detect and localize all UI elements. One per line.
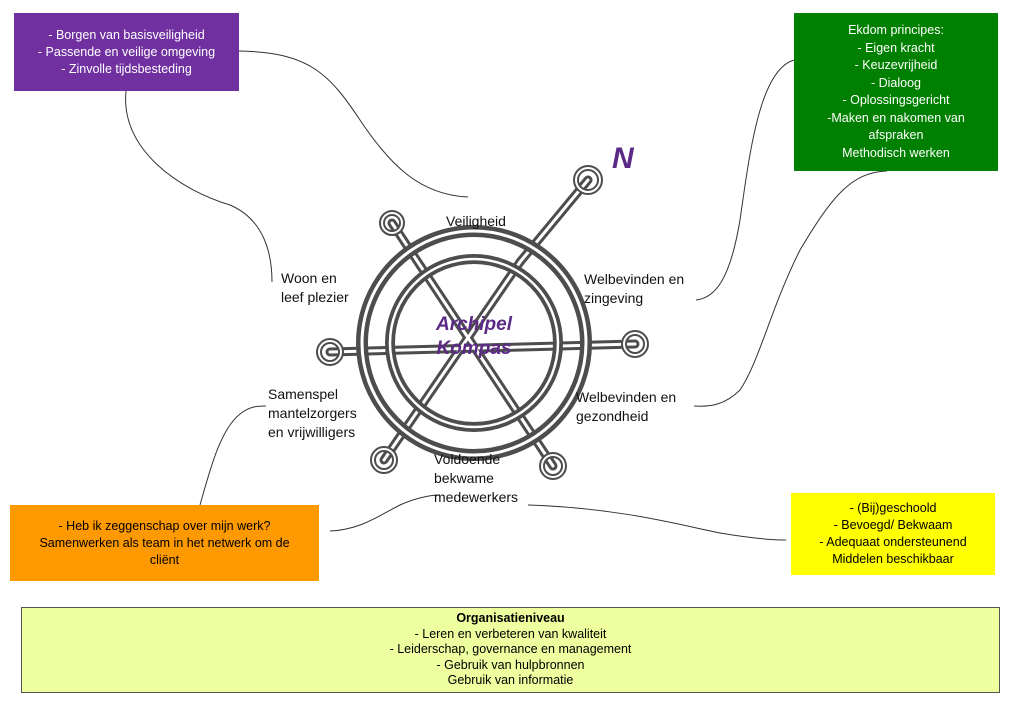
label-line: leef plezier (281, 289, 349, 305)
green-line: - Keuzevrijheid (854, 58, 938, 72)
purple-line: - Borgen van basisveiligheid (48, 27, 205, 42)
connector-yellow-medewerkers (527, 504, 787, 541)
yellow-line: - Bevoegd/ Bekwaam (833, 518, 953, 532)
orange-line: cliënt (149, 552, 180, 567)
purple-line: - Passende en veilige omgeving (37, 44, 216, 59)
label-veiligheid: Veiligheid (446, 212, 506, 231)
green-line: -Maken en nakomen van (827, 110, 965, 125)
box-purple-veiligheid: - Borgen van basisveiligheid - Passende … (14, 13, 239, 91)
yellow-line: - (Bij)geschoold (849, 501, 937, 515)
box-green-principes: Ekdom principes: - Eigen kracht - Keuzev… (794, 13, 998, 171)
organisation-line: - Leren en verbeteren van kwaliteit (414, 626, 607, 641)
connector-purple-woon (125, 90, 273, 283)
yellow-line: Middelen beschikbaar (832, 552, 954, 566)
orange-line: - Heb ik zeggenschap over mijn werk? (58, 518, 271, 533)
organisation-line: - Leiderschap, governance en management (389, 642, 632, 657)
connector-purple-veiligheid (238, 50, 469, 198)
compass-wheel-icon (316, 165, 649, 480)
label-line: Veiligheid (446, 213, 506, 229)
label-line: Welbevinden en (584, 271, 685, 287)
green-line: Methodisch werken (842, 145, 950, 160)
compass-title: Archipel Kompas (424, 313, 524, 361)
yellow-line: - Adequaat ondersteunend (819, 535, 967, 549)
green-line: - Oplossingsgericht (842, 93, 950, 107)
label-line: en vrijwilligers (268, 424, 356, 440)
label-line: gezondheid (576, 408, 649, 424)
label-line: Voldoende (434, 451, 501, 467)
compass-title-line: Archipel (435, 314, 513, 335)
organisation-heading: Organisatieniveau (456, 611, 565, 626)
label-line: medewerkers (434, 489, 519, 505)
label-woon-en-leef-plezier: Woon en leef plezier (281, 269, 349, 307)
label-line: Samenspel (268, 386, 339, 402)
label-voldoende-bekwame-medewerkers: Voldoende bekwame medewerkers (434, 450, 518, 507)
purple-line: - Zinvolle tijdsbesteding (61, 61, 192, 76)
box-orange-samenwerken: - Heb ik zeggenschap over mijn werk? Sam… (10, 505, 319, 581)
label-line: Welbevinden en (576, 389, 677, 405)
connector-orange-samenspel (199, 405, 267, 506)
connector-green-gezondheid (693, 170, 888, 407)
label-line: bekwame (434, 470, 494, 486)
label-line: zingeving (584, 290, 644, 306)
box-organisatieniveau: Organisatieniveau - Leren en verbeteren … (21, 607, 1000, 693)
green-line: afspraken (868, 128, 924, 142)
green-line: - Dialoog (870, 75, 922, 90)
label-welbevinden-gezondheid: Welbevinden en gezondheid (576, 388, 676, 426)
connector-green-zingeving (695, 59, 795, 301)
connector-orange-medewerkers (329, 494, 441, 532)
label-line: mantelzorgers (268, 405, 357, 421)
green-line: Ekdom principes: (848, 23, 944, 37)
label-line: Woon en (281, 270, 337, 286)
orange-line: Samenwerken als team in het netwerk om d… (39, 535, 290, 550)
organisation-line: Gebruik van informatie (447, 673, 574, 688)
connector-lines (125, 50, 888, 541)
label-samenspel: Samenspel mantelzorgers en vrijwilligers (268, 385, 357, 442)
organisation-line: - Gebruik van hulpbronnen (436, 657, 585, 672)
compass-title-line: Kompas (436, 338, 512, 359)
north-marker: N (612, 142, 634, 175)
green-line: - Eigen kracht (857, 40, 935, 55)
box-yellow-medewerkers: - (Bij)geschoold - Bevoegd/ Bekwaam - Ad… (791, 493, 995, 575)
label-welbevinden-zingeving: Welbevinden en zingeving (584, 270, 684, 308)
